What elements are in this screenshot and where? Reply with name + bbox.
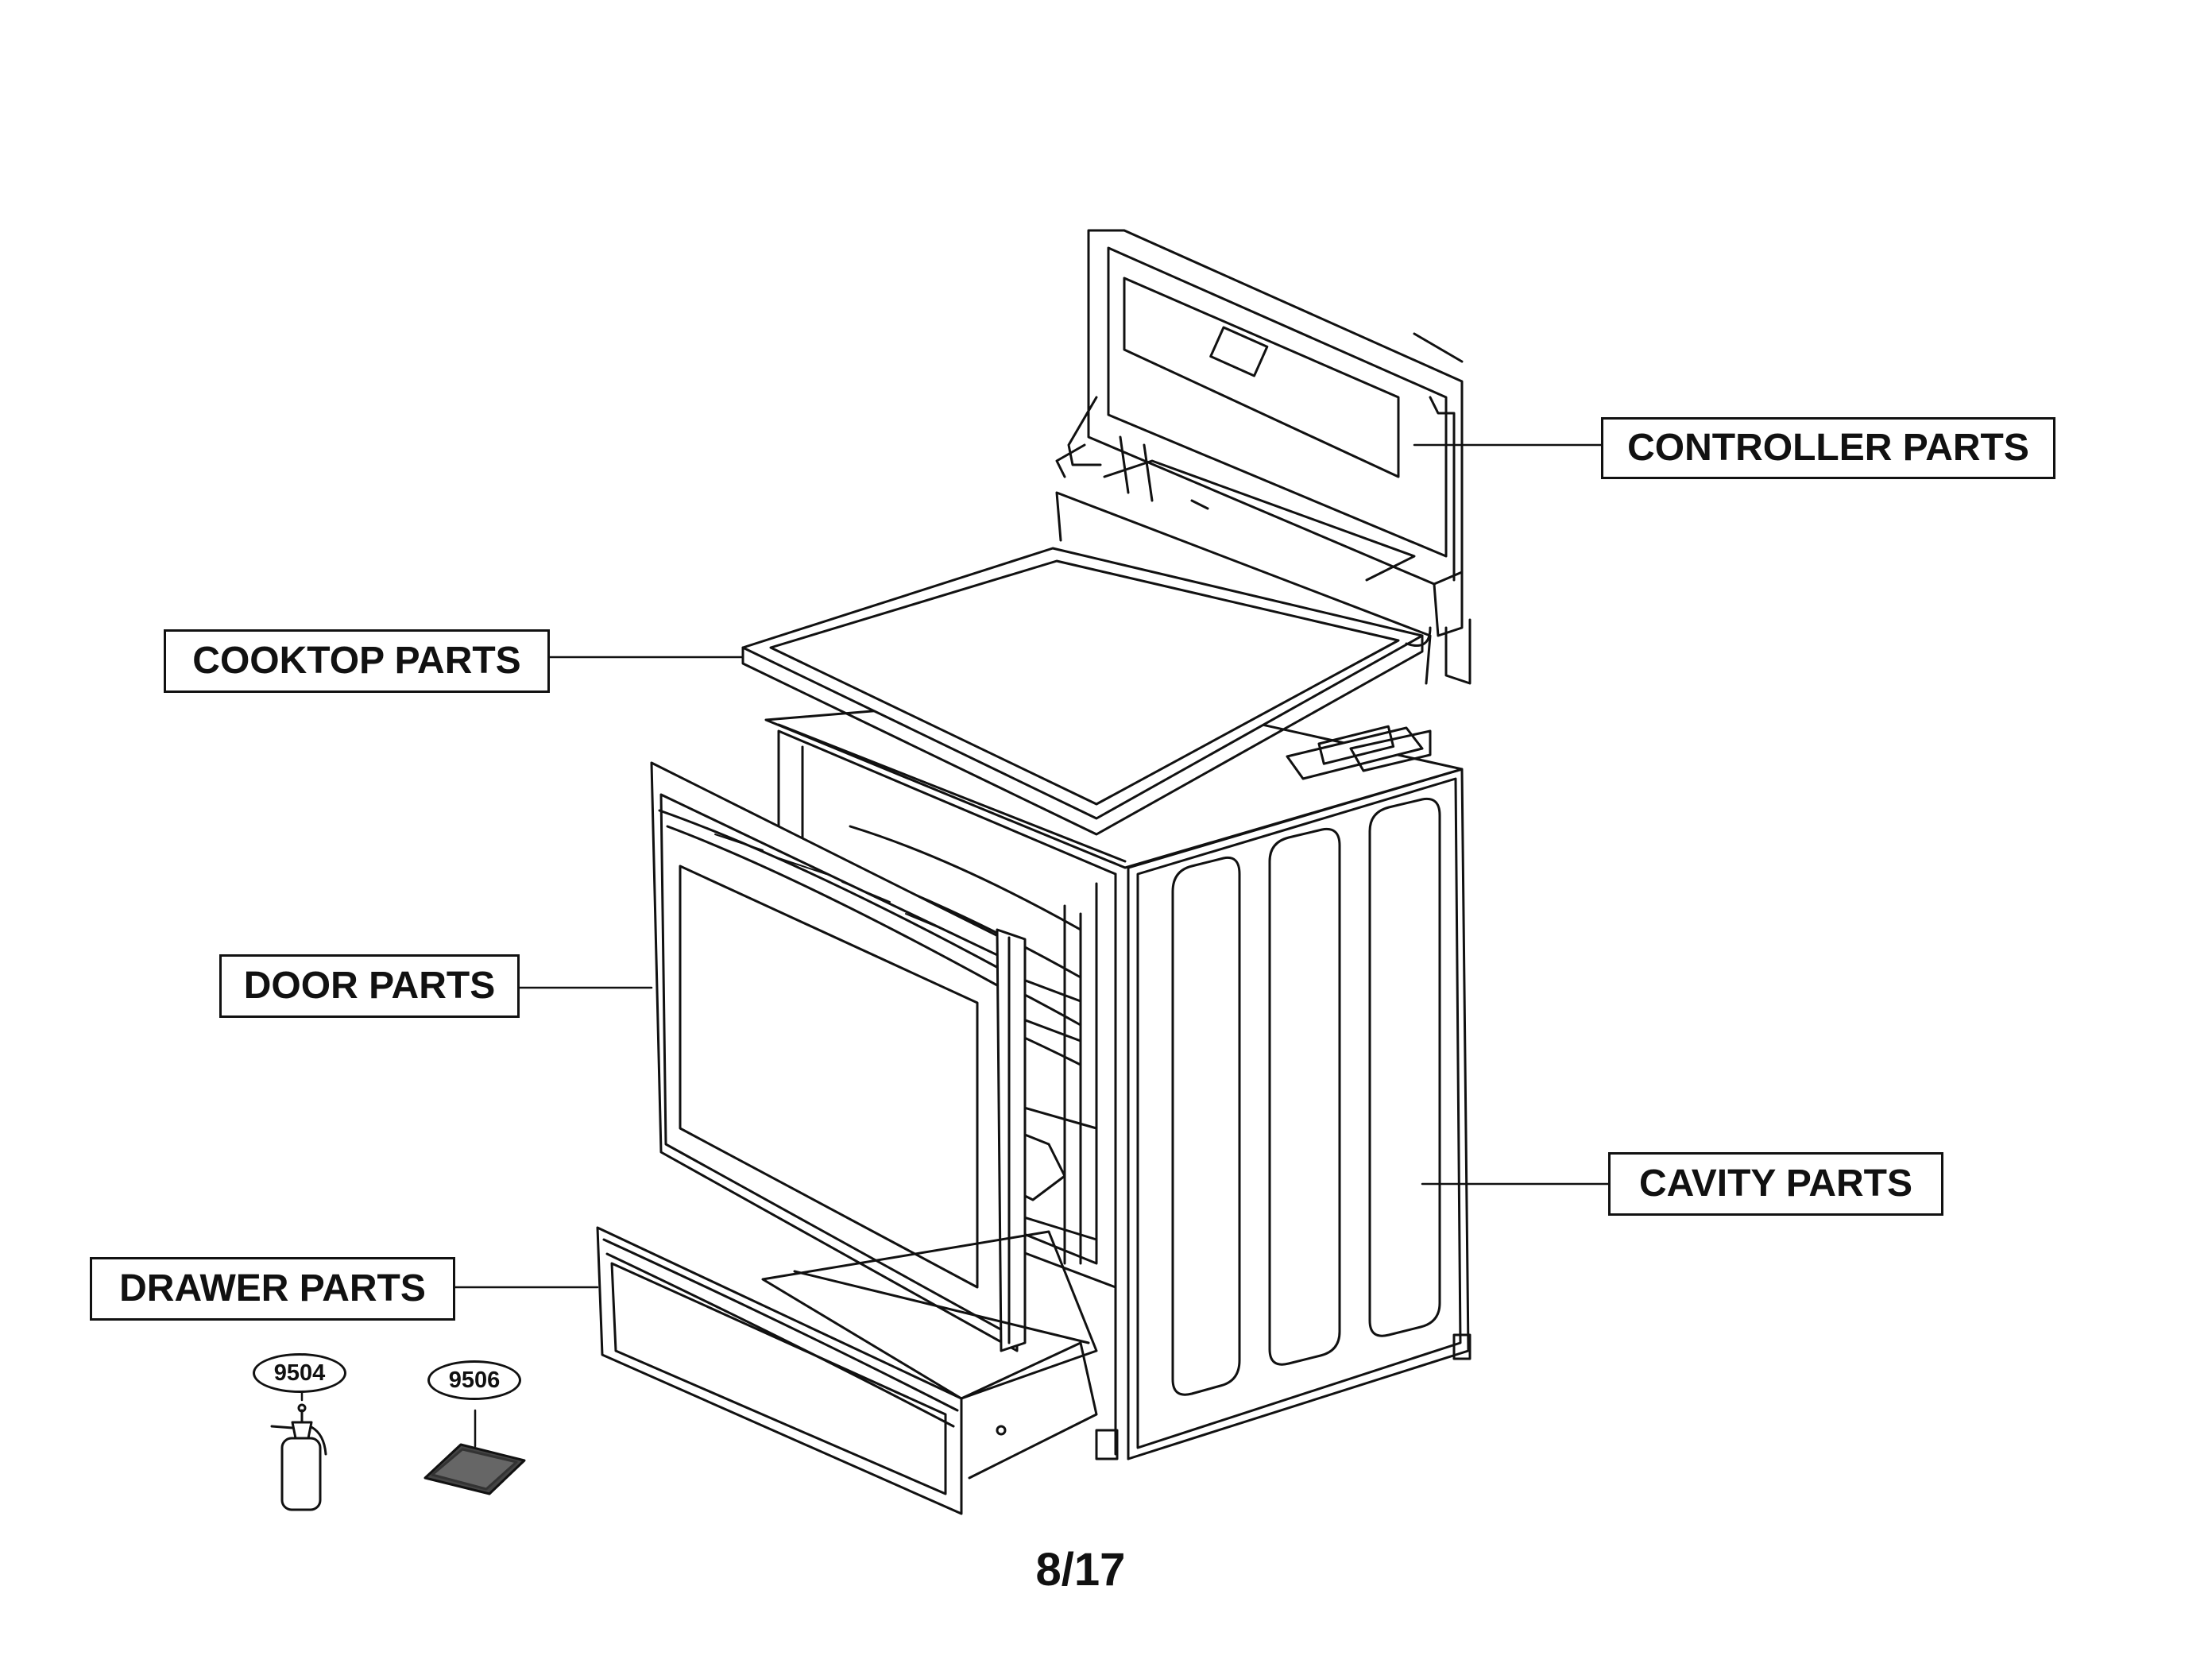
storage-drawer bbox=[596, 1226, 1098, 1515]
controller-parts-label[interactable]: CONTROLLER PARTS bbox=[1601, 417, 2055, 479]
controller-backguard bbox=[1055, 229, 1471, 685]
cooktop-parts-label[interactable]: COOKTOP PARTS bbox=[164, 629, 550, 693]
callout-9504[interactable]: 9504 bbox=[253, 1353, 346, 1393]
page-number: 8/17 bbox=[1035, 1544, 1126, 1596]
leader-lines bbox=[300, 443, 1615, 1448]
oven-door bbox=[650, 761, 1027, 1352]
spray-bottle-illustration bbox=[270, 1403, 327, 1511]
callout-9506[interactable]: 9506 bbox=[427, 1360, 521, 1400]
cooktop bbox=[741, 491, 1432, 836]
scrub-pad-illustration bbox=[423, 1443, 526, 1495]
drawer-parts-label[interactable]: DRAWER PARTS bbox=[90, 1257, 455, 1321]
cavity-parts-label[interactable]: CAVITY PARTS bbox=[1608, 1152, 1943, 1216]
door-parts-label[interactable]: DOOR PARTS bbox=[219, 954, 520, 1018]
